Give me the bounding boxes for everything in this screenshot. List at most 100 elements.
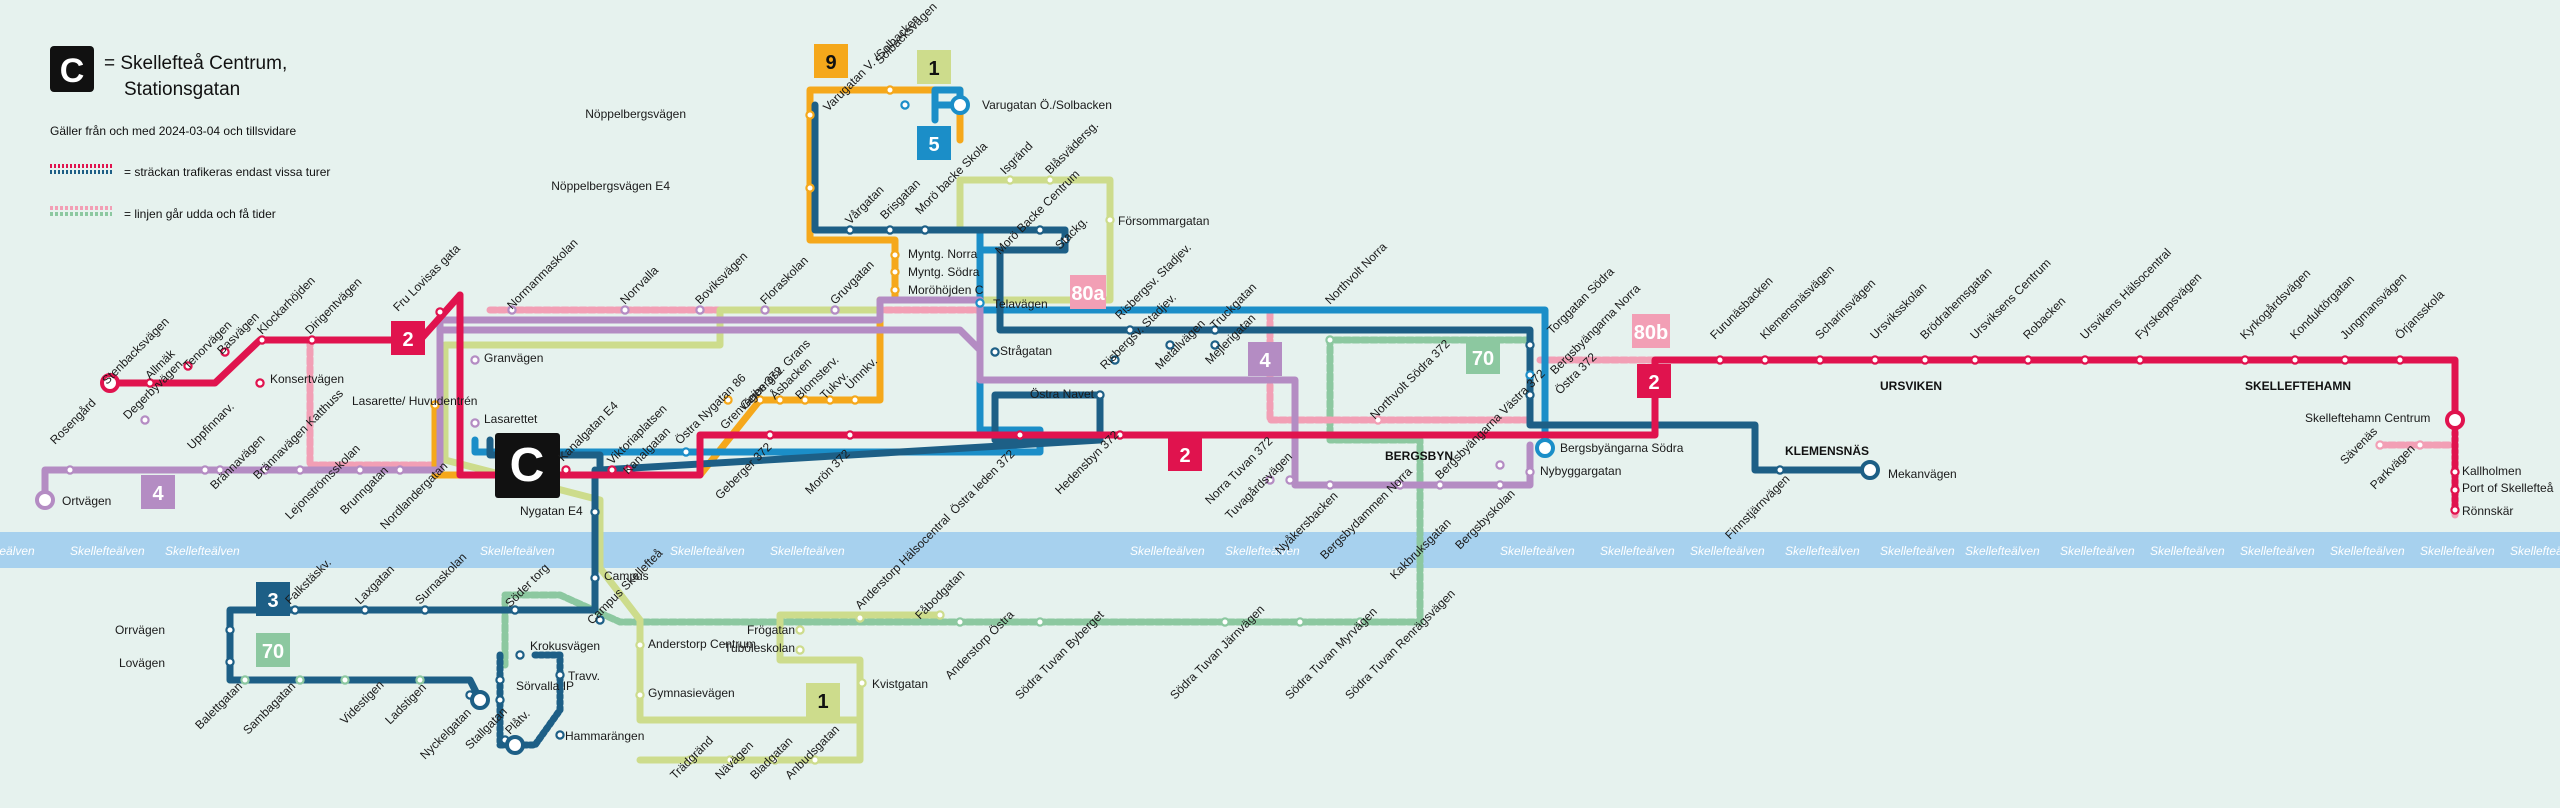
stop-marker[interactable] <box>1525 370 1535 380</box>
stop-marker[interactable] <box>1760 355 1770 365</box>
stop-marker[interactable] <box>681 447 691 457</box>
stop-marker[interactable] <box>1110 355 1120 365</box>
stop-marker[interactable] <box>507 305 517 315</box>
stop-marker[interactable] <box>2395 355 2405 365</box>
stop-marker[interactable] <box>885 85 895 95</box>
badge-80a[interactable]: 80a <box>1070 275 1106 309</box>
stop-marker[interactable] <box>295 465 305 475</box>
stop-marker[interactable] <box>890 250 900 260</box>
stop-marker[interactable] <box>495 695 505 705</box>
terminal-marker[interactable] <box>1535 438 1555 458</box>
terminal-marker[interactable] <box>2445 410 2465 430</box>
stop-marker[interactable] <box>225 625 235 635</box>
stop-marker[interactable] <box>1325 480 1335 490</box>
stop-marker[interactable] <box>623 465 633 475</box>
stop-marker[interactable] <box>2240 355 2250 365</box>
stop-marker[interactable] <box>890 285 900 295</box>
stop-marker[interactable] <box>830 305 840 315</box>
stop-marker[interactable] <box>2023 355 2033 365</box>
stop-marker[interactable] <box>257 335 267 345</box>
stop-marker[interactable] <box>635 640 645 650</box>
stop-marker[interactable] <box>2450 505 2460 515</box>
stop-marker[interactable] <box>1355 617 1365 627</box>
stop-marker[interactable] <box>890 267 900 277</box>
stop-marker[interactable] <box>1435 480 1445 490</box>
stop-marker[interactable] <box>595 615 605 625</box>
stop-marker[interactable] <box>1220 617 1230 627</box>
stop-marker[interactable] <box>290 605 300 615</box>
stop-marker[interactable] <box>825 395 835 405</box>
stop-marker[interactable] <box>1295 617 1305 627</box>
stop-marker[interactable] <box>845 225 855 235</box>
stop-marker[interactable] <box>695 305 705 315</box>
badge-4-mid[interactable]: 4 <box>1248 342 1282 376</box>
stop-marker[interactable] <box>355 465 365 475</box>
stop-marker[interactable] <box>590 507 600 517</box>
stop-marker[interactable] <box>1525 467 1535 477</box>
stop-marker[interactable] <box>723 395 733 405</box>
stop-marker[interactable] <box>810 755 820 765</box>
stop-marker[interactable] <box>1373 415 1383 425</box>
stop-marker[interactable] <box>360 605 370 615</box>
stop-marker[interactable] <box>1525 390 1535 400</box>
stop-marker[interactable] <box>2340 355 2350 365</box>
stop-marker[interactable] <box>340 675 350 685</box>
stop-marker[interactable] <box>495 675 505 685</box>
terminal-marker[interactable] <box>950 95 970 115</box>
stop-marker[interactable] <box>1095 390 1105 400</box>
terminal-marker[interactable] <box>505 735 525 755</box>
stop-marker[interactable] <box>1285 475 1295 485</box>
stop-marker[interactable] <box>1015 430 1025 440</box>
stop-marker[interactable] <box>260 465 270 475</box>
stop-marker[interactable] <box>1495 480 1505 490</box>
stop-marker[interactable] <box>65 465 75 475</box>
badge-2-west[interactable]: 2 <box>391 321 425 355</box>
stop-marker[interactable] <box>510 605 520 615</box>
stop-marker[interactable] <box>1125 325 1135 335</box>
stop-marker[interactable] <box>725 755 735 765</box>
stop-marker[interactable] <box>845 430 855 440</box>
stop-marker[interactable] <box>635 690 645 700</box>
badge-9[interactable]: 9 <box>814 44 848 78</box>
terminal-marker[interactable] <box>470 690 490 710</box>
stop-marker[interactable] <box>1920 355 1930 365</box>
stop-marker[interactable] <box>515 650 525 660</box>
stop-marker[interactable] <box>470 418 480 428</box>
central-station[interactable]: C <box>495 433 560 498</box>
stop-marker[interactable] <box>885 225 895 235</box>
terminal-marker[interactable] <box>1860 460 1880 480</box>
stop-marker[interactable] <box>140 415 150 425</box>
stop-marker[interactable] <box>590 573 600 583</box>
stop-marker[interactable] <box>990 347 1000 357</box>
stop-marker[interactable] <box>220 347 230 357</box>
badge-5[interactable]: 5 <box>917 126 951 160</box>
stop-marker[interactable] <box>1105 215 1115 225</box>
stop-marker[interactable] <box>200 465 210 475</box>
stop-marker[interactable] <box>1210 325 1220 335</box>
stop-marker[interactable] <box>1815 355 1825 365</box>
stop-marker[interactable] <box>755 395 765 405</box>
badge-1-north[interactable]: 1 <box>917 50 951 84</box>
stop-marker[interactable] <box>800 395 810 405</box>
stop-marker[interactable] <box>805 110 815 120</box>
stop-marker[interactable] <box>1775 465 1785 475</box>
stop-marker[interactable] <box>1210 340 1220 350</box>
stop-marker[interactable] <box>685 755 695 765</box>
stop-marker[interactable] <box>2450 467 2460 477</box>
badge-70-north[interactable]: 70 <box>1466 340 1500 374</box>
stop-marker[interactable] <box>1525 340 1535 350</box>
terminal-marker[interactable] <box>100 373 120 393</box>
stop-marker[interactable] <box>215 465 225 475</box>
stop-marker[interactable] <box>1060 235 1070 245</box>
stop-marker[interactable] <box>183 361 193 371</box>
stop-marker[interactable] <box>900 100 910 110</box>
stop-marker[interactable] <box>470 355 480 365</box>
stop-marker[interactable] <box>1395 480 1405 490</box>
stop-marker[interactable] <box>430 400 440 410</box>
stop-marker[interactable] <box>1045 175 1055 185</box>
stop-marker[interactable] <box>307 335 317 345</box>
stop-marker[interactable] <box>2080 355 2090 365</box>
stop-marker[interactable] <box>1870 355 1880 365</box>
stop-marker[interactable] <box>2415 440 2425 450</box>
stop-marker[interactable] <box>795 645 805 655</box>
